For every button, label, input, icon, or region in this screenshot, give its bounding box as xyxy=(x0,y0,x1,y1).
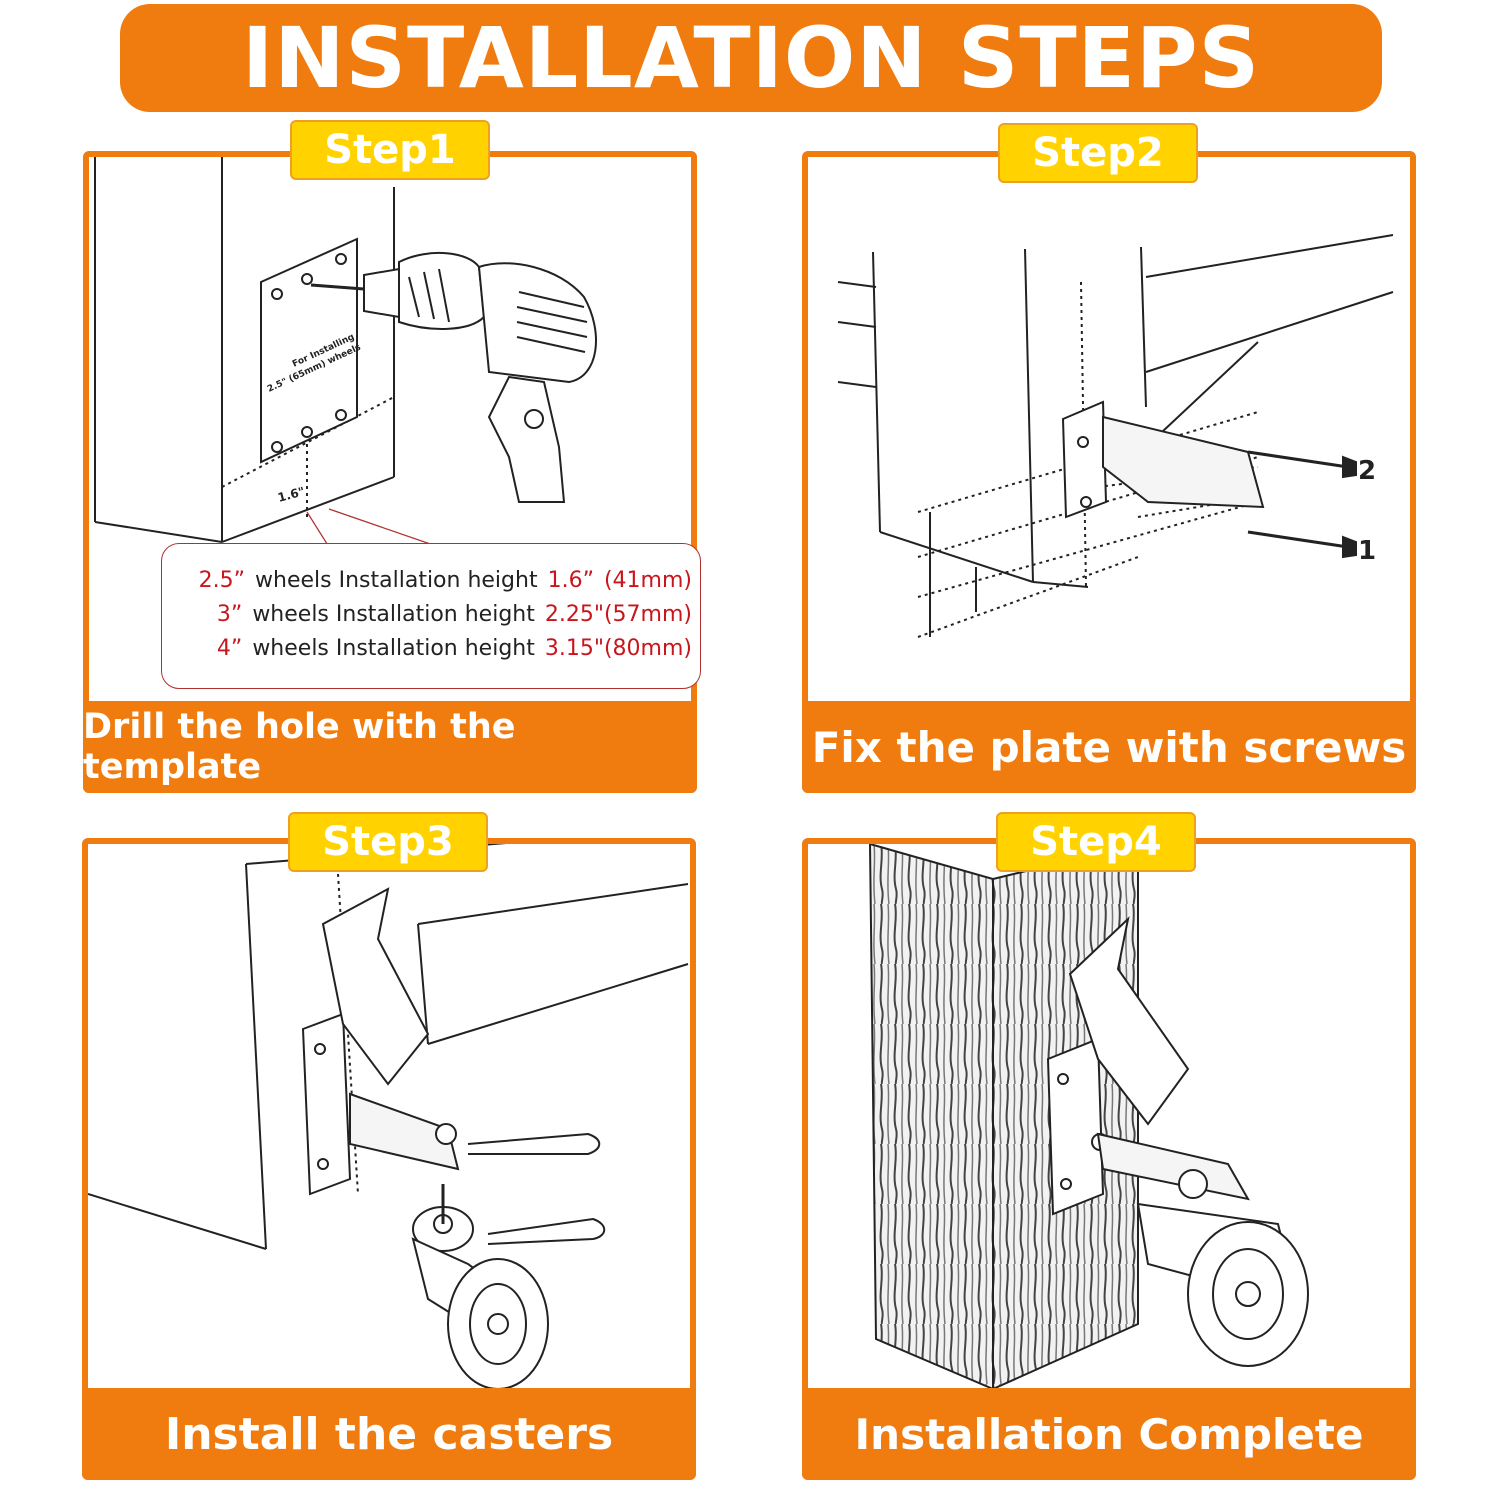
screw-label-1: 1 xyxy=(1358,536,1376,566)
step4-badge-text: Step4 xyxy=(1030,819,1162,865)
spec-size: 4” xyxy=(216,636,243,661)
screw-label-2: 2 xyxy=(1358,456,1376,486)
step3-caption-text: Install the casters xyxy=(164,1408,614,1460)
spec-metric: (57mm) xyxy=(603,602,692,627)
page-title: INSTALLATION STEPS xyxy=(241,9,1261,107)
step1-caption: Drill the hole with the template xyxy=(83,701,697,793)
step4-badge: Step4 xyxy=(996,812,1196,872)
title-banner: INSTALLATION STEPS xyxy=(120,4,1382,112)
installation-complete-illustration xyxy=(868,844,1309,1391)
spec-row: 4” wheels Installation height 3.15" (80m… xyxy=(168,632,692,666)
step2-panel: 2 1 Fix the plate with screws xyxy=(802,151,1416,793)
step3-caption: Install the casters xyxy=(82,1388,696,1480)
measure-label: 1.6" xyxy=(276,484,306,505)
step3-badge: Step3 xyxy=(288,812,488,872)
step4-caption: Installation Complete xyxy=(802,1388,1416,1480)
spec-size: 3” xyxy=(216,602,243,627)
spec-metric: (80mm) xyxy=(603,636,692,661)
step2-badge: Step2 xyxy=(998,123,1198,183)
caster-install-illustration xyxy=(88,844,689,1390)
step3-badge-text: Step3 xyxy=(322,819,454,865)
step2-caption-text: Fix the plate with screws xyxy=(811,722,1407,772)
spec-row: 3” wheels Installation height 2.25" (57m… xyxy=(168,598,692,632)
spec-height: 1.6” xyxy=(547,568,594,593)
step2-badge-text: Step2 xyxy=(1032,130,1164,176)
step1-badge: Step1 xyxy=(290,120,490,180)
spec-label: wheels Installation height xyxy=(252,636,535,661)
step3-panel: Install the casters xyxy=(82,838,696,1480)
spec-height: 2.25" xyxy=(544,602,604,627)
step4-panel: Installation Complete xyxy=(802,838,1416,1480)
spec-row: 2.5” wheels Installation height 1.6” (41… xyxy=(168,564,692,598)
spec-size: 2.5” xyxy=(198,568,246,593)
spec-metric: (41mm) xyxy=(603,568,692,593)
step1-caption-text: Drill the hole with the template xyxy=(83,707,516,787)
step1-badge-text: Step1 xyxy=(324,127,456,173)
spec-label: wheels Installation height xyxy=(255,568,538,593)
spec-height: 3.15" xyxy=(544,636,604,661)
spec-label: wheels Installation height xyxy=(252,602,535,627)
step1-panel: For Installing 2.5" (65mm) wheels 1.6" 2… xyxy=(83,151,701,793)
step2-caption: Fix the plate with screws xyxy=(802,701,1416,793)
plate-screw-illustration: 2 1 xyxy=(837,234,1394,638)
step4-caption-text: Installation Complete xyxy=(854,1409,1364,1459)
drill-illustration: For Installing 2.5" (65mm) wheels 1.6" xyxy=(94,157,597,548)
installation-height-spec: 2.5” wheels Installation height 1.6” (41… xyxy=(161,543,701,689)
